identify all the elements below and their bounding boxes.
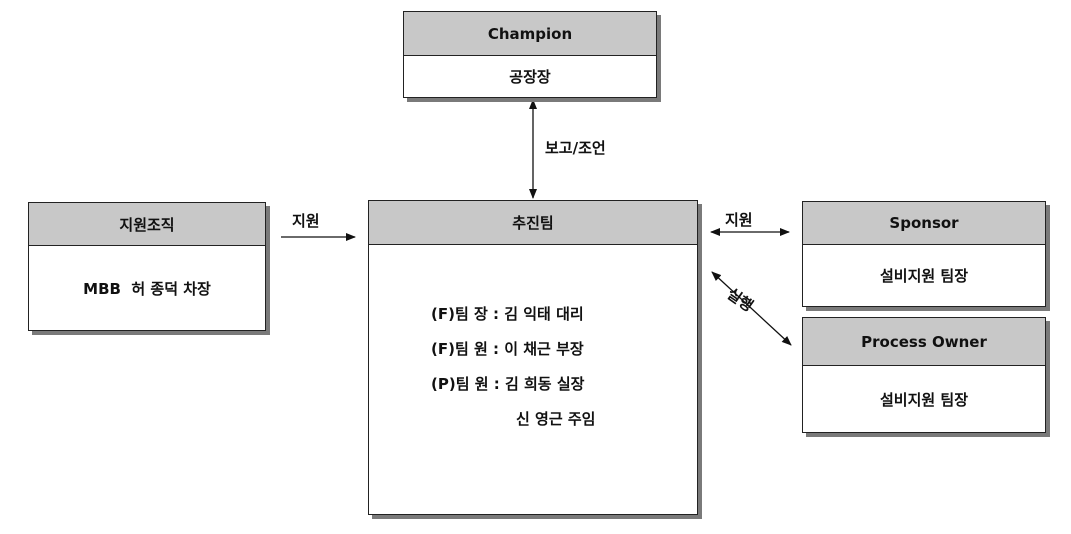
- team-box: 추진팀 (F)팀 장 : 김 익태 대리 (F)팀 원 : 이 채근 부장 (P…: [368, 200, 698, 515]
- sponsor-title: Sponsor: [803, 202, 1045, 245]
- support-org-box: 지원조직 MBB 허 종덕 차장: [28, 202, 266, 331]
- execute-arrow: [711, 271, 792, 346]
- sponsor-box: Sponsor 설비지원 팀장: [802, 201, 1046, 307]
- process-owner-body: 설비지원 팀장: [879, 390, 969, 409]
- team-member: (F)팀 장 : 김 익태 대리: [431, 305, 584, 323]
- process-owner-title: Process Owner: [803, 318, 1045, 366]
- champion-box: Champion 공장장: [403, 11, 657, 98]
- support-left-label: 지원: [292, 212, 320, 230]
- support-org-body: MBB 허 종덕 차장: [83, 279, 211, 298]
- champion-body: 공장장: [509, 68, 551, 86]
- team-member: (F)팀 원 : 이 채근 부장: [431, 340, 584, 358]
- support-org-title: 지원조직: [29, 203, 265, 246]
- sponsor-body: 설비지원 팀장: [879, 267, 969, 285]
- team-member: (P)팀 원 : 김 희동 실장: [431, 375, 585, 393]
- support-right-label: 지원: [725, 211, 753, 229]
- champion-title: Champion: [404, 12, 656, 56]
- process-owner-box: Process Owner 설비지원 팀장: [802, 317, 1046, 433]
- team-title: 추진팀: [369, 201, 697, 245]
- team-member: 신 영근 주임: [516, 410, 596, 428]
- report-label: 보고/조언: [545, 139, 606, 157]
- team-member-list: (F)팀 장 : 김 익태 대리 (F)팀 원 : 이 채근 부장 (P)팀 원…: [431, 297, 595, 437]
